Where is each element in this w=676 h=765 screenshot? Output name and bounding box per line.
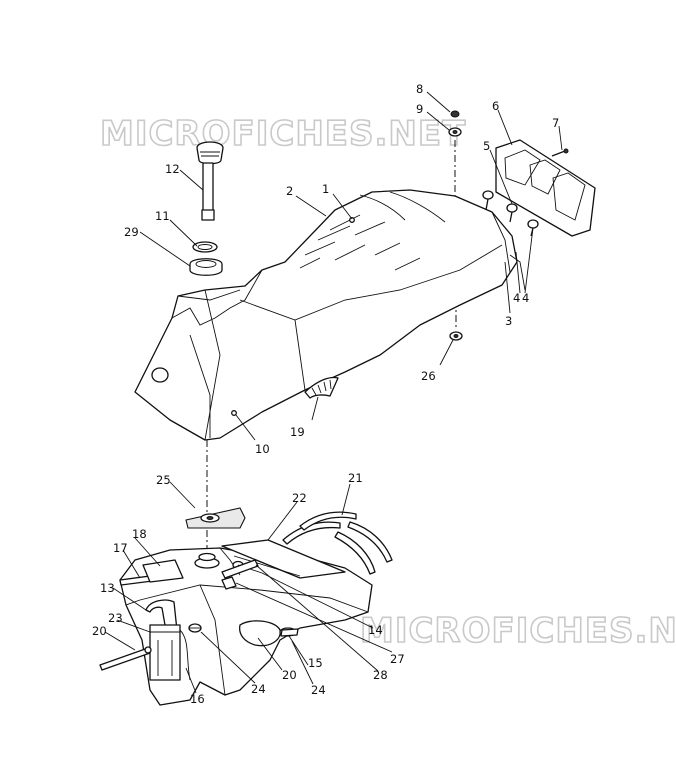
callout-24-b: 24 bbox=[311, 683, 326, 697]
callout-4-a: 4 bbox=[513, 291, 520, 305]
callout-5: 5 bbox=[483, 139, 490, 153]
callout-6: 6 bbox=[492, 99, 499, 113]
callout-18: 18 bbox=[132, 527, 147, 541]
watermark-bottom: MICROFICHES.NET bbox=[360, 611, 676, 651]
callout-21: 21 bbox=[348, 471, 363, 485]
callout-23: 23 bbox=[108, 611, 123, 625]
callout-29: 29 bbox=[124, 225, 139, 239]
callout-labels: 1 2 3 4 4 5 6 7 8 9 10 11 12 13 14 15 16… bbox=[92, 82, 559, 706]
callout-28: 28 bbox=[373, 668, 388, 682]
screw bbox=[551, 148, 569, 157]
callout-1: 1 bbox=[322, 182, 329, 196]
callout-15: 15 bbox=[308, 656, 323, 670]
fuel-tank-assembly bbox=[99, 507, 373, 706]
callout-20-b: 20 bbox=[282, 668, 297, 682]
leader-lines bbox=[104, 91, 563, 694]
callout-27: 27 bbox=[390, 652, 405, 666]
callout-16: 16 bbox=[190, 692, 205, 706]
callout-8: 8 bbox=[416, 82, 423, 96]
callout-13: 13 bbox=[100, 581, 115, 595]
callout-11: 11 bbox=[155, 209, 170, 223]
callout-25: 25 bbox=[156, 473, 171, 487]
gasket-and-ring bbox=[189, 241, 223, 276]
callout-26: 26 bbox=[421, 369, 436, 383]
callout-22: 22 bbox=[292, 491, 307, 505]
callout-2: 2 bbox=[286, 184, 293, 198]
watermark-top: MICROFICHES.NET bbox=[100, 114, 466, 154]
callout-4-b: 4 bbox=[522, 291, 529, 305]
callout-24-a: 24 bbox=[251, 682, 266, 696]
seat-assembly bbox=[134, 189, 526, 441]
callout-10: 10 bbox=[255, 442, 270, 456]
callout-20-a: 20 bbox=[92, 624, 107, 638]
callout-9: 9 bbox=[416, 102, 423, 116]
nut-and-washer bbox=[448, 110, 462, 137]
tank-straps bbox=[282, 511, 393, 575]
seat-back-panel bbox=[495, 139, 596, 237]
grommet bbox=[449, 331, 463, 341]
callout-12: 12 bbox=[165, 162, 180, 176]
callout-7: 7 bbox=[552, 116, 559, 130]
callout-14: 14 bbox=[368, 623, 383, 637]
callout-19: 19 bbox=[290, 425, 305, 439]
fuel-gauge-sender bbox=[196, 141, 224, 221]
callout-17: 17 bbox=[113, 541, 128, 555]
callout-3: 3 bbox=[505, 314, 512, 328]
